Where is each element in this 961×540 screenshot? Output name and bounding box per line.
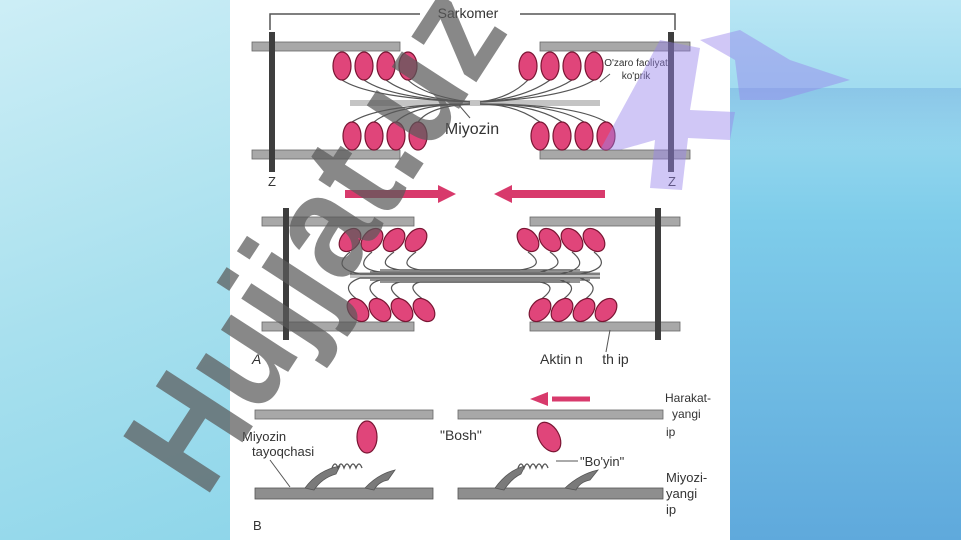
actin-pointer [605, 329, 611, 353]
middle-myosin-tails [341, 251, 602, 301]
bottom-thick-filaments [254, 487, 664, 500]
top-actin-filaments [251, 41, 691, 160]
moving-filament-label-line2: yangi [672, 407, 701, 421]
contraction-arrows [345, 185, 605, 203]
top-z-lines [269, 32, 674, 172]
myosin-stalk-label-line1: Miyozin [242, 429, 286, 444]
head-label: "Bosh" [440, 427, 482, 443]
sarcomere-bracket [269, 13, 676, 30]
cross-bridge-pointer [599, 73, 611, 83]
myosin-neck-coils [331, 463, 549, 470]
cross-bridge-label-line2: ko'prik [622, 71, 652, 82]
middle-myosin-core [350, 272, 600, 278]
actin-label: Aktin n th ip [540, 351, 629, 367]
top-myosin-core [350, 100, 600, 106]
middle-myosin-heads [338, 227, 618, 323]
neck-label: "Bo'yin" [580, 454, 625, 469]
panel-a-label: A [251, 351, 261, 367]
z-label-left: Z [268, 174, 276, 189]
background-left [0, 0, 230, 540]
middle-z-lines [283, 208, 661, 340]
background-right-band [730, 88, 961, 148]
watermark-violet-overlay [600, 30, 850, 190]
moving-filament-label-line1: Harakat- [665, 391, 711, 405]
bottom-thin-filaments [254, 409, 664, 420]
sarcomere-label: Sarkomer [438, 5, 499, 21]
myosin-filament-label-line2: yangi [666, 486, 697, 501]
stalk-pointer [269, 459, 291, 488]
top-myosin-heads [332, 51, 616, 151]
myosin-pointer [457, 103, 471, 119]
myosin-heads-detail [356, 420, 562, 454]
myosin-label: Miyozin [445, 121, 499, 138]
moving-filament-label-line3: ip [666, 425, 676, 439]
myosin-stalk-label-line2: tayoqchasi [252, 444, 314, 459]
sliding-direction-arrow-head [530, 392, 548, 406]
myosin-stalks [304, 465, 600, 491]
myosin-filament-label-line3: ip [666, 502, 676, 517]
panel-b-label: B [253, 518, 262, 533]
z-label-right: Z [668, 174, 676, 189]
middle-actin-filaments [261, 216, 681, 332]
myosin-filament-label-line1: Miyozi- [666, 470, 707, 485]
top-myosin-tails [341, 79, 607, 123]
cross-bridge-label-line1: O'zaro faoliyat [604, 58, 668, 69]
